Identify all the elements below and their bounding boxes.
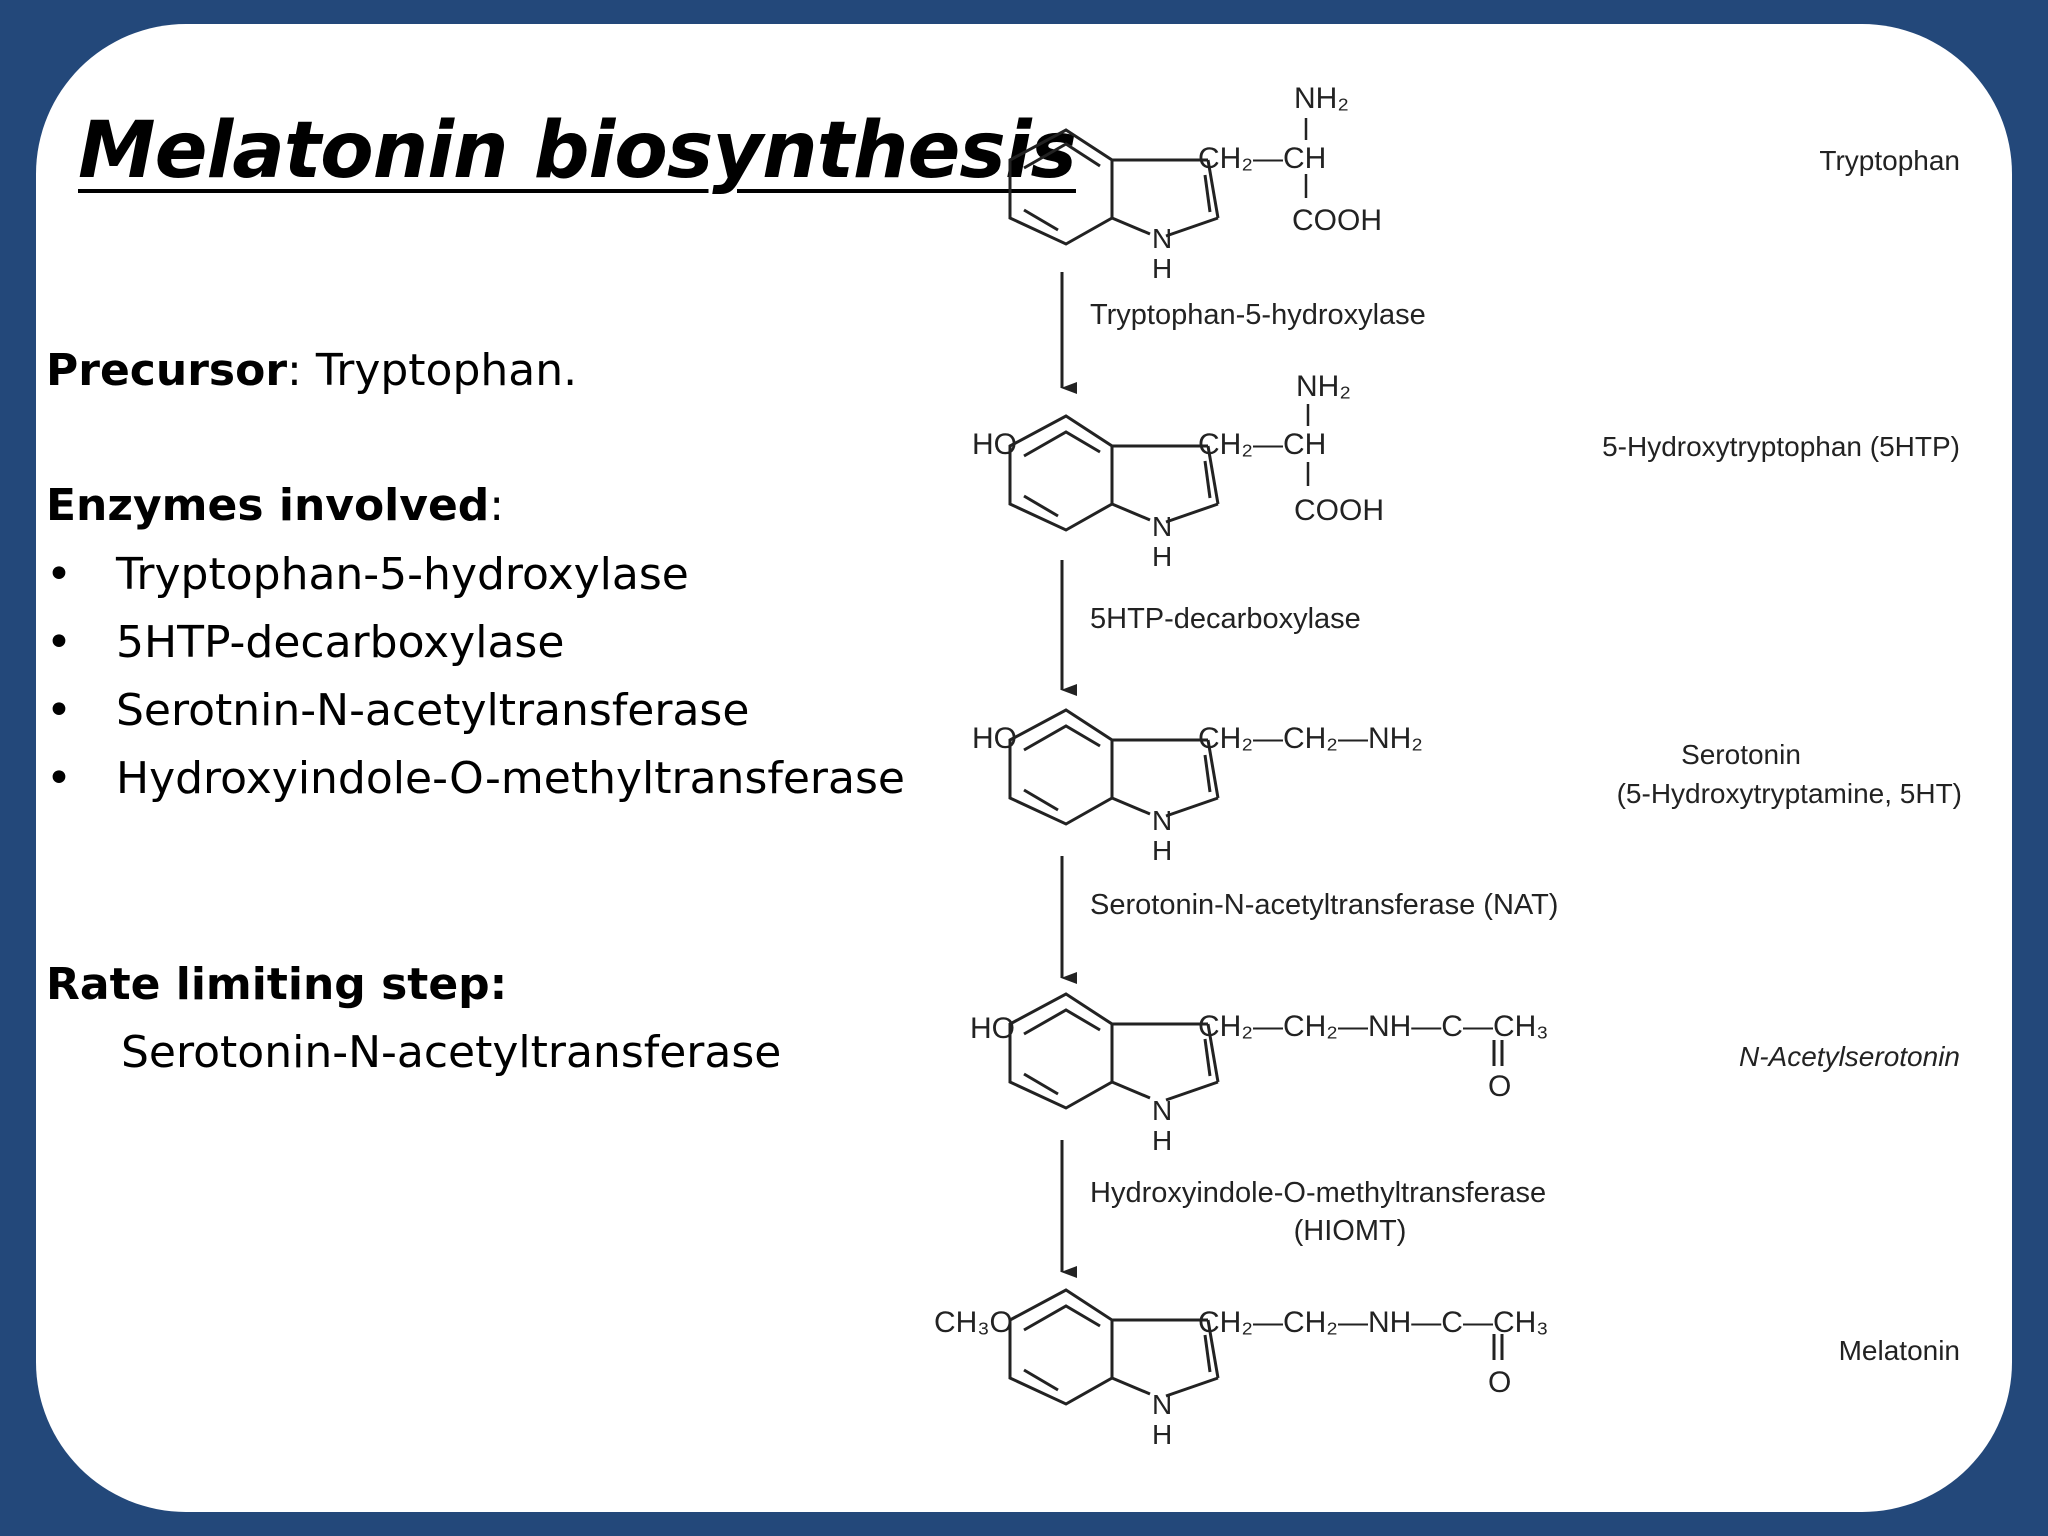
bullet-icon: • — [46, 685, 72, 736]
ring-hydrogen: H — [1152, 1419, 1172, 1450]
enzymes-label: Enzymes involved — [46, 480, 490, 531]
ring-hydrogen: H — [1152, 1125, 1172, 1156]
side-chain-text: CH₂—CH — [1198, 142, 1326, 175]
enzyme-label: Serotonin-N-acetyltransferase (NAT) — [1090, 889, 1558, 921]
bullet-icon: • — [46, 617, 72, 668]
carbonyl-oxygen: O — [1488, 1366, 1511, 1399]
enzyme-label: Hydroxyindole-O-methyltransferase — [1090, 1177, 1546, 1209]
side-chain-text: CH₂—CH₂—NH₂ — [1198, 722, 1423, 755]
lower-substituent: COOH — [1292, 204, 1382, 237]
slide-card — [36, 24, 2012, 1512]
ring-nitrogen: N — [1152, 1389, 1172, 1420]
compound-melatonin: CH₃O N H CH₂—CH₂—NH—C—CH₃ O Melatonin — [934, 1288, 1960, 1450]
indole-ring-icon — [1008, 992, 1504, 1110]
enzyme-label-line2: (HIOMT) — [1294, 1215, 1407, 1247]
ring-hydrogen: H — [1152, 541, 1172, 572]
side-chain-text: CH₂—CH — [1198, 428, 1326, 461]
bullet-icon: • — [46, 549, 72, 600]
bullet-icon: • — [46, 753, 72, 804]
compound-name: Serotonin — [1681, 739, 1801, 770]
indole-ring-icon — [1008, 708, 1220, 826]
precursor-label: Precursor — [46, 345, 288, 396]
enzyme-label: Tryptophan-5-hydroxylase — [1090, 299, 1426, 331]
ring-substituent: HO — [972, 428, 1017, 461]
rate-limiting-heading: Rate limiting step: — [46, 959, 507, 1010]
indole-ring-icon — [1008, 414, 1220, 532]
compound-n-acetylserotonin: HO N H CH₂—CH₂—NH—C—CH₃ O N-Acetylseroto… — [970, 992, 1960, 1156]
slide-title: Melatonin biosynthesis — [78, 106, 1077, 196]
ring-nitrogen: N — [1152, 1095, 1172, 1126]
rate-label: Rate limiting step: — [46, 959, 508, 1010]
side-chain-text: CH₂—CH₂—NH—C—CH₃ — [1198, 1306, 1549, 1339]
indole-ring-icon — [1008, 1288, 1504, 1406]
compound-5htp: HO N H CH₂—CH NH₂ COOH 5-Hydroxytryptoph… — [972, 370, 1960, 572]
compound-name: 5-Hydroxytryptophan (5HTP) — [1602, 431, 1960, 462]
compound-name: N-Acetylserotonin — [1739, 1041, 1960, 1072]
compound-name: Melatonin — [1839, 1335, 1960, 1366]
enzymes-heading: Enzymes involved: — [46, 480, 504, 531]
ring-hydrogen: H — [1152, 253, 1172, 284]
enzyme-list-text: Hydroxyindole-O-methyltransferase — [116, 753, 905, 804]
upper-substituent: NH₂ — [1294, 82, 1349, 115]
precursor-value: : Tryptophan. — [287, 345, 578, 396]
enzyme-list-text: Tryptophan-5-hydroxylase — [116, 549, 689, 600]
lower-substituent: COOH — [1294, 494, 1384, 527]
ring-nitrogen: N — [1152, 223, 1172, 254]
side-chain-text: CH₂—CH₂—NH—C—CH₃ — [1198, 1010, 1549, 1043]
upper-substituent: NH₂ — [1296, 370, 1351, 403]
ring-nitrogen: N — [1152, 511, 1172, 542]
precursor-line: Precursor: Tryptophan. — [46, 345, 577, 396]
compound-tryptophan: N H CH₂—CH NH₂ COOH Tryptophan — [1008, 82, 1960, 284]
ring-hydrogen: H — [1152, 835, 1172, 866]
enzyme-label: 5HTP-decarboxylase — [1090, 603, 1361, 635]
indole-ring-icon — [1008, 128, 1220, 246]
ring-nitrogen: N — [1152, 805, 1172, 836]
ring-substituent: CH₃O — [934, 1306, 1013, 1339]
ring-substituent: HO — [970, 1012, 1015, 1045]
compound-name-line2: (5-Hydroxytryptamine, 5HT) — [1617, 778, 1962, 809]
compound-name: Tryptophan — [1819, 145, 1960, 176]
enzymes-colon: : — [489, 480, 505, 531]
enzyme-list-text: 5HTP-decarboxylase — [116, 617, 565, 668]
ring-substituent: HO — [972, 722, 1017, 755]
rate-limiting-value: Serotonin-N-acetyltransferase — [121, 1027, 782, 1078]
enzyme-list-text: Serotnin-N-acetyltransferase — [116, 685, 750, 736]
compound-serotonin: HO N H CH₂—CH₂—NH₂ Serotonin (5-Hydroxyt… — [972, 708, 1962, 866]
carbonyl-oxygen: O — [1488, 1070, 1511, 1103]
